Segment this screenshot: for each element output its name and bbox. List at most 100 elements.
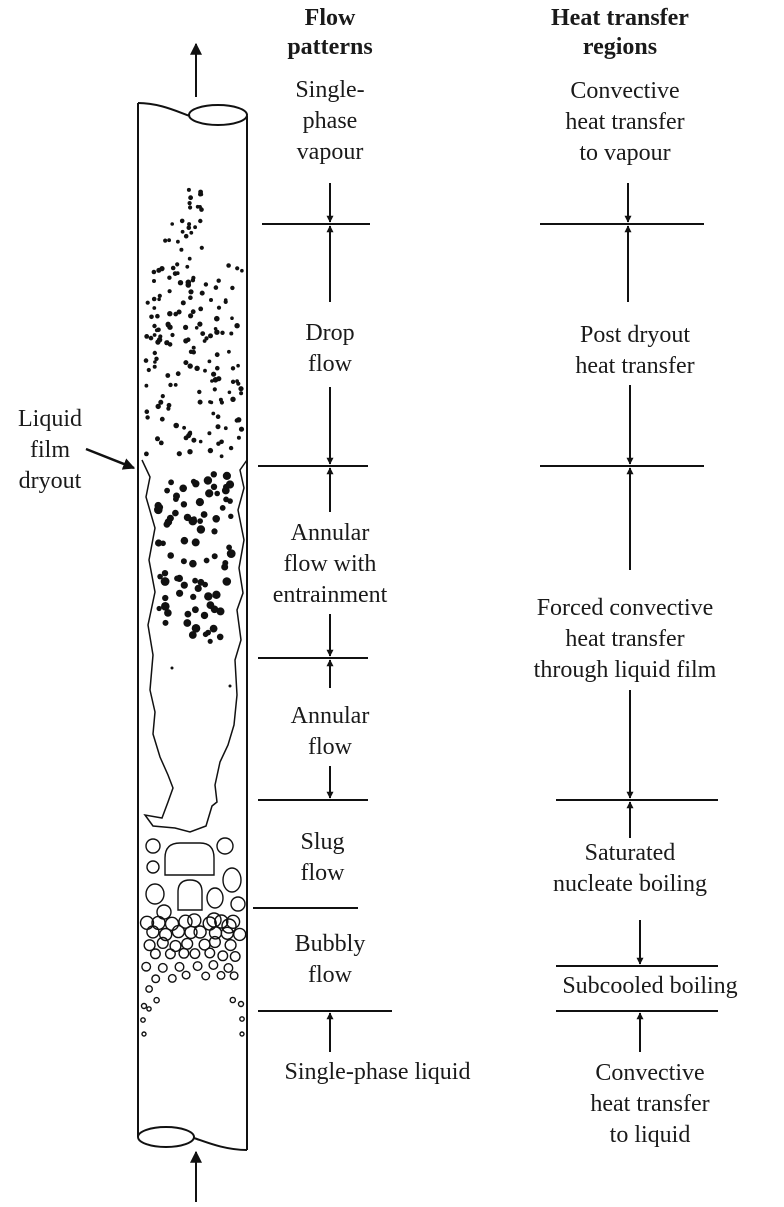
droplet <box>236 363 240 368</box>
droplet <box>202 631 209 638</box>
bubble <box>157 962 168 973</box>
bubble <box>201 971 211 981</box>
droplet <box>214 329 220 335</box>
droplet <box>228 684 232 688</box>
droplet <box>230 285 235 291</box>
droplet <box>238 386 244 392</box>
droplet <box>191 538 200 547</box>
droplet <box>184 610 192 618</box>
droplet <box>216 607 225 616</box>
heat-post-dryout: Post dryout heat transfer <box>575 322 695 379</box>
droplet <box>152 364 157 369</box>
droplet <box>191 516 197 522</box>
droplet <box>188 289 194 295</box>
tube-top-opening <box>188 104 248 126</box>
droplet <box>209 298 213 302</box>
droplet <box>193 225 198 230</box>
bubble <box>140 1002 148 1010</box>
bubble <box>184 925 198 940</box>
heated-tube <box>137 42 248 1202</box>
bubble <box>239 1016 245 1022</box>
droplet <box>196 525 206 534</box>
bubble <box>178 947 190 959</box>
droplet <box>206 601 215 609</box>
droplet <box>175 271 180 276</box>
droplet <box>195 498 204 507</box>
droplet <box>198 218 203 224</box>
bubble <box>140 1017 146 1023</box>
droplet <box>151 296 157 302</box>
droplet <box>170 222 174 226</box>
droplet <box>155 313 160 319</box>
droplet <box>173 492 180 500</box>
droplet <box>158 440 164 446</box>
bubble <box>143 939 156 952</box>
droplet <box>182 425 187 430</box>
droplet <box>203 476 213 485</box>
droplet <box>194 365 200 371</box>
bubble <box>158 927 173 942</box>
droplet <box>192 606 199 614</box>
droplet <box>151 269 157 275</box>
bubble <box>208 960 219 971</box>
bubble <box>229 951 241 963</box>
droplet <box>165 373 171 378</box>
bubble <box>216 970 226 980</box>
bubble <box>223 963 234 974</box>
bubble <box>229 996 237 1004</box>
droplet <box>188 430 193 435</box>
droplet <box>213 285 219 290</box>
bubble <box>146 1006 152 1012</box>
droplet <box>143 358 149 363</box>
droplet <box>215 424 221 430</box>
liquid-film-interface <box>141 459 248 833</box>
flow-patterns-heading: Flow patterns <box>287 5 373 60</box>
droplet <box>227 349 231 354</box>
droplet <box>234 323 240 329</box>
droplet <box>167 289 172 294</box>
bubble <box>169 939 182 953</box>
droplet <box>199 192 204 197</box>
bubble <box>145 985 154 993</box>
droplet <box>167 238 172 243</box>
droplet <box>187 449 193 455</box>
bubble <box>171 924 186 939</box>
droplet <box>188 205 193 210</box>
droplet <box>190 478 197 485</box>
heat-convective-vapour: Convective heat transfer to vapour <box>565 78 685 166</box>
droplet <box>189 230 194 235</box>
bubble <box>164 948 176 960</box>
droplet <box>222 577 232 586</box>
bubble <box>208 935 222 949</box>
droplet <box>221 486 230 495</box>
droplet <box>236 417 242 423</box>
droplet <box>156 605 162 612</box>
droplet <box>230 366 236 371</box>
bubble <box>192 961 203 972</box>
heat-forced-convective: Forced convective heat transfer through … <box>533 595 717 683</box>
droplet <box>219 505 226 511</box>
heat-convective-liquid: Convective heat transfer to liquid <box>590 1060 710 1148</box>
droplet <box>170 332 175 338</box>
bubble <box>174 961 185 972</box>
droplet <box>157 293 162 298</box>
droplet <box>161 602 170 611</box>
droplet <box>203 557 210 564</box>
flow-bubbly-flow: Bubbly flow <box>294 931 366 988</box>
droplet <box>188 295 193 301</box>
droplet <box>155 539 163 547</box>
droplet <box>210 483 218 490</box>
droplet <box>228 445 234 451</box>
bubble <box>229 971 239 981</box>
droplet <box>173 311 178 317</box>
droplet <box>204 336 209 341</box>
droplet <box>207 447 214 454</box>
droplet <box>175 371 181 377</box>
droplet <box>212 387 217 392</box>
droplet <box>144 409 150 415</box>
droplet <box>221 563 229 571</box>
droplet <box>216 376 222 382</box>
heat-subcooled-boiling: Subcooled boiling <box>562 973 738 999</box>
droplet <box>180 501 188 508</box>
droplet <box>176 309 182 315</box>
